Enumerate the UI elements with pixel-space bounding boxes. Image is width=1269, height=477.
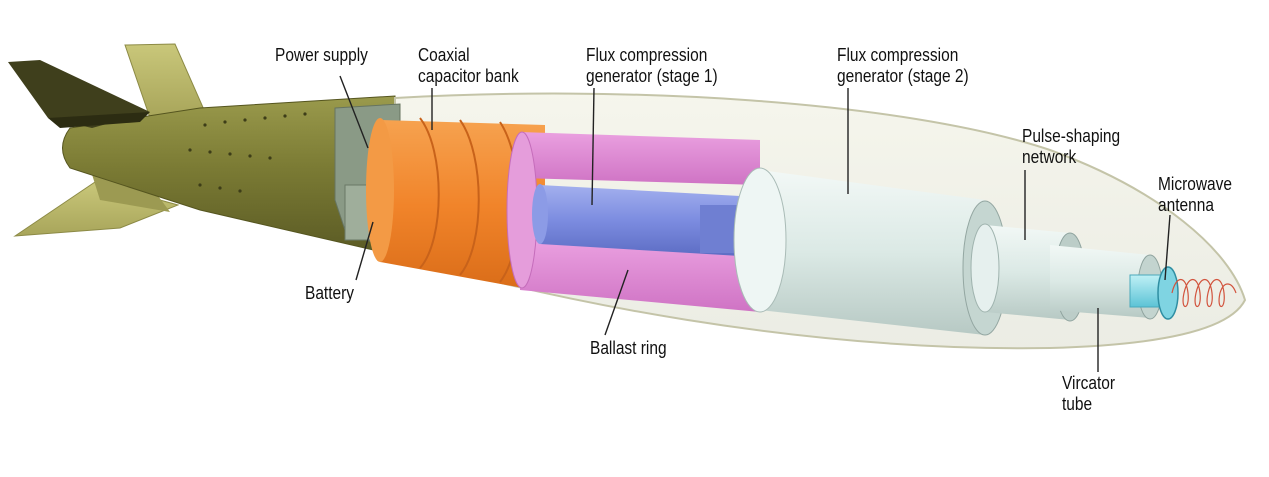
antenna-coil — [1171, 278, 1237, 308]
upper-tail-fin — [8, 60, 150, 128]
flux-generator-stage-2 — [733, 167, 1008, 336]
label-coaxial-capacitor-bank: Coaxial capacitor bank — [418, 45, 519, 86]
label-flux-generator-stage-1: Flux compression generator (stage 1) — [586, 45, 718, 86]
capacitor-bank — [366, 117, 545, 292]
label-battery: Battery — [305, 283, 355, 303]
label-pulse-shaping-network: Pulse-shaping network — [1022, 126, 1121, 167]
flux-generator-stage-1 — [506, 131, 760, 312]
label-microwave-antenna: Microwave antenna — [1158, 174, 1232, 215]
label-ballast-ring: Ballast ring — [590, 338, 667, 358]
label-vircator-tube: Vircator tube — [1062, 373, 1116, 414]
pulse-shaping-network — [970, 223, 1086, 322]
rivets — [188, 112, 307, 193]
microwave-antenna — [1129, 266, 1179, 320]
tail-fins — [13, 43, 206, 237]
label-flux-generator-stage-2: Flux compression generator (stage 2) — [837, 45, 969, 86]
label-power-supply: Power supply — [275, 45, 368, 65]
leader-lines — [339, 75, 1171, 372]
